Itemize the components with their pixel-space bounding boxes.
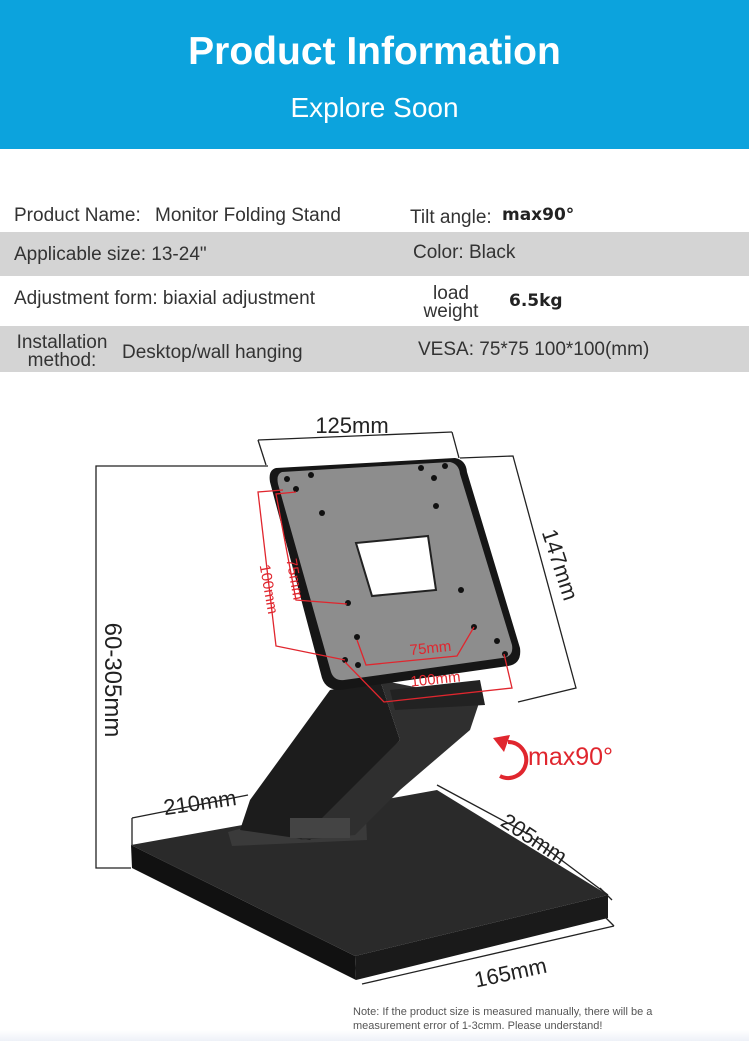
installation-label-1: Installation [16, 332, 108, 353]
applicable-size: Applicable size: 13-24" [14, 244, 207, 265]
header-banner: Product Information Explore Soon [0, 0, 749, 149]
spec-row-1: Product Name: Monitor Folding Stand Tilt… [0, 190, 749, 232]
product-name-value: Monitor Folding Stand [155, 205, 341, 226]
color-spec: Color: Black [413, 242, 516, 263]
vesa-lines [257, 489, 513, 703]
vesa-spec: VESA: 75*75 100*100(mm) [418, 339, 650, 360]
dim-top-label: 125mm [315, 413, 388, 438]
page-subtitle: Explore Soon [290, 92, 459, 123]
load-weight-label-1: load [433, 283, 469, 304]
page-title: Product Information [188, 30, 561, 73]
vesa-100-horizontal-label: 100mm [410, 668, 462, 690]
installation-value: Desktop/wall hanging [122, 342, 303, 363]
load-weight-value: 6.5kg [509, 291, 563, 311]
measurement-note: Note: If the product size is measured ma… [353, 1006, 653, 1032]
stand-diagram: 125mm 147mm 60-305mm 210mm 205mm 165mm 1… [95, 413, 615, 993]
dim-right-label: 147mm [537, 526, 583, 603]
adjustment-form: Adjustment form: biaxial adjustment [14, 288, 315, 309]
dimension-lines [95, 431, 615, 985]
tilt-max-label: max90° [528, 743, 613, 771]
bottom-fade [0, 1030, 749, 1041]
vesa-plate [269, 458, 521, 690]
tilt-angle-value: max90° [502, 205, 575, 225]
load-weight-label-2: weight [423, 301, 479, 322]
spec-row-4: Installation method: Desktop/wall hangin… [0, 326, 749, 372]
dim-height-label: 60-305mm [99, 623, 126, 738]
installation-label-2: method: [27, 350, 97, 371]
vesa-75-vertical-label: 75mm [282, 557, 306, 601]
tilt-angle-label: Tilt angle: [410, 207, 492, 228]
spec-row-2: Applicable size: 13-24" Color: Black [0, 232, 749, 276]
spec-row-3: Adjustment form: biaxial adjustment load… [0, 276, 749, 326]
dim-base-front-label: 165mm [472, 953, 549, 993]
stand-arm [240, 680, 485, 840]
product-name-label: Product Name: [14, 205, 141, 226]
vesa-75-horizontal-label: 75mm [409, 638, 452, 659]
dim-base-left-label: 210mm [162, 785, 238, 820]
tilt-arrow-icon [493, 735, 529, 780]
vesa-100-vertical-label: 100mm [256, 563, 281, 615]
